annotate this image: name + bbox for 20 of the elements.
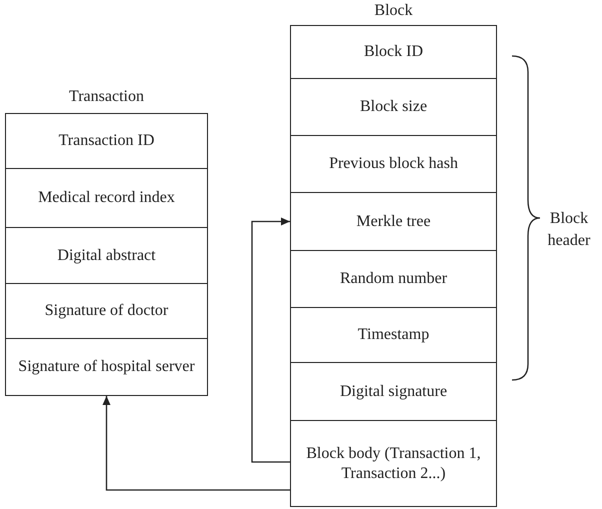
table-field: Digital signature [290,362,497,421]
table-field: Block ID [290,25,497,79]
table-title: Block [373,2,414,20]
table-field: Medical record index [5,168,208,228]
table-field: Timestamp [290,307,497,363]
table-title: Transaction [68,88,145,106]
table-field: Random number [290,250,497,308]
table-field: Block body (Transaction 1, Transaction 2...) [290,420,497,507]
table-field: Merkle tree [290,192,497,251]
table-field: Previous block hash [290,135,497,193]
table [5,88,208,396]
table-field: Digital abstract [5,227,208,284]
table [290,2,497,507]
arrow [102,396,290,491]
table-field: Signature of hospital server [5,338,208,396]
table-field: Transaction ID [5,113,208,169]
table-field: Signature of doctor [5,283,208,339]
bracket-label: Block header [546,209,592,251]
table-field: Block size [290,78,497,136]
arrow [251,218,290,463]
